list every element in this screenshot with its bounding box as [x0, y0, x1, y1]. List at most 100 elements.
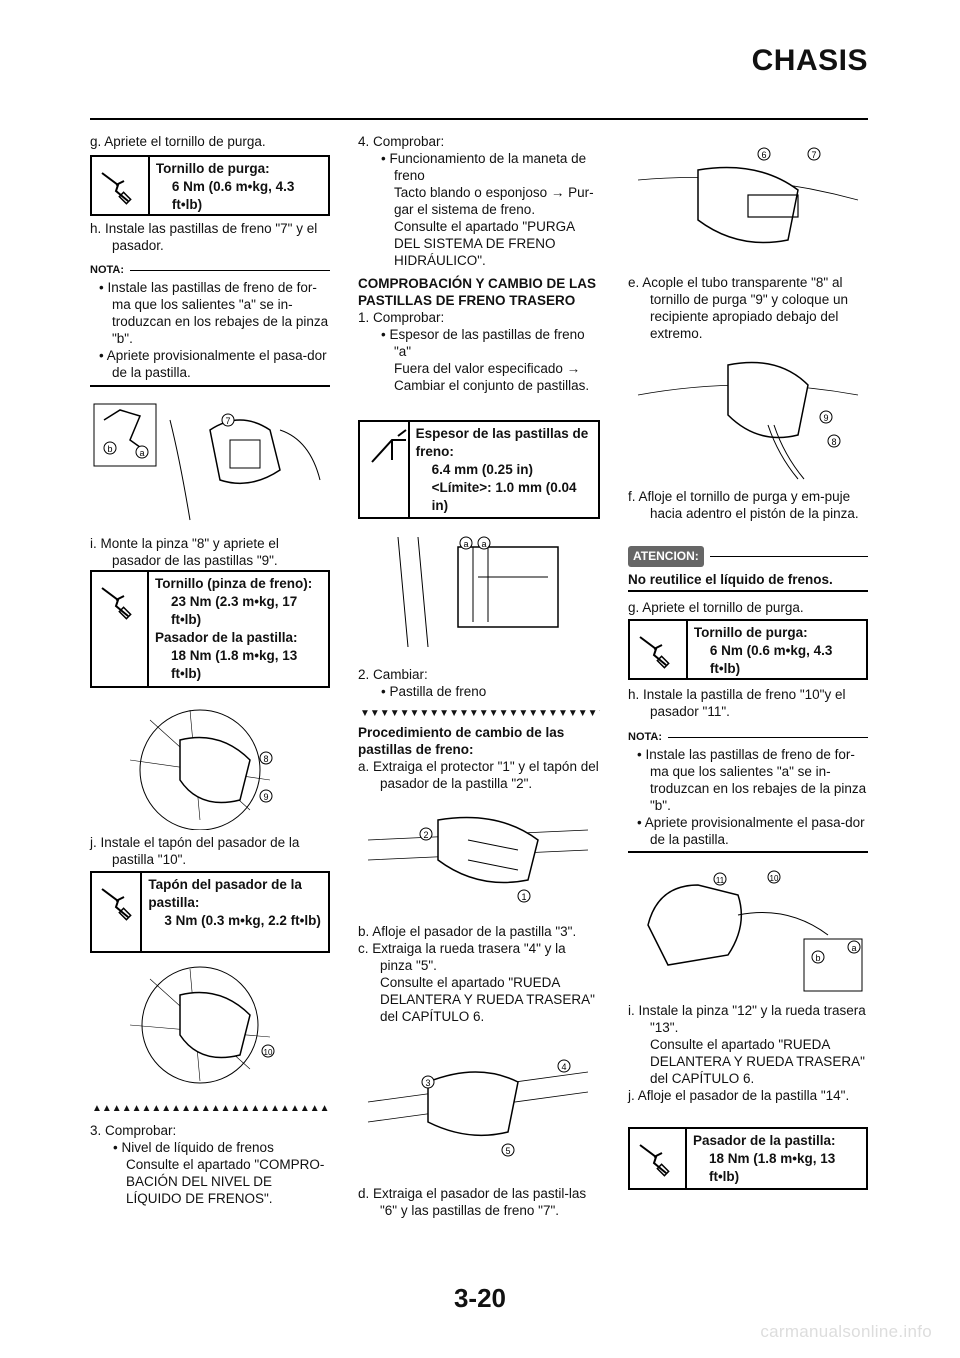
spec-limit: <Límite>: 1.0 mm (0.04 in) [431, 480, 577, 513]
step-3-bullet: • Nivel de líquido de frenos [113, 1140, 274, 1155]
callout-label: b [815, 953, 820, 963]
caution-text: No reutilice el líquido de frenos. [628, 572, 833, 587]
caution-rule [628, 590, 868, 592]
step-a: a. Extraiga el protector "1" y el tapón … [358, 759, 599, 791]
page-number: 3-20 [453, 1283, 507, 1313]
note-heading: NOTA: [90, 262, 330, 279]
spec-box-pad-thickness: Espesor de las pastillas de freno: 6.4 m… [358, 420, 600, 519]
spec-title: Espesor de las pastillas de freno: [415, 426, 589, 459]
step-e: e. Acople el tubo transparente "8" al to… [628, 275, 848, 341]
spec-title: Pasador de la pastilla: [154, 630, 298, 645]
callout-label: a [851, 943, 856, 953]
protector-removal-figure: 2 1 [367, 816, 589, 903]
step-j: j. Instale el tapón del pasador de la pa… [90, 835, 300, 867]
step-f: f. Afloje el tornillo de purga y em-puje… [628, 489, 859, 521]
spec-value: 6 Nm (0.6 m•kg, 4.3 ft•lb) [171, 179, 295, 212]
spec-title: Tornillo de purga: [693, 625, 808, 640]
step-3: 3. Comprobar: [90, 1123, 177, 1138]
spec-value: 18 Nm (1.8 m•kg, 13 ft•lb) [170, 648, 298, 681]
callout-label: 3 [425, 1078, 430, 1088]
callout-label: 1 [521, 892, 526, 902]
step-b: b. Afloje el pasador de la pastilla "3". [358, 924, 577, 939]
callout-label: 4 [561, 1062, 566, 1072]
note-rule [628, 851, 868, 853]
step-i-text: Consulte el apartado "RUEDA DELANTERA Y … [650, 1037, 865, 1086]
pad-removal-figure: 6 7 [637, 147, 859, 244]
step-2-bullet: • Pastilla de freno [381, 684, 487, 699]
callout-label: 7 [811, 150, 816, 160]
callout-label: 8 [263, 754, 268, 764]
pad-thickness-figure: a a [397, 536, 559, 648]
callout-label: 5 [505, 1146, 510, 1156]
step-1: 1. Comprobar: [358, 310, 445, 325]
step-1-text: Fuera del valor especificado → Cambiar e… [394, 361, 590, 393]
spec-title: Tornillo (pinza de freno): [154, 576, 313, 591]
torque-wrench-icon [630, 621, 688, 678]
note-rule [90, 385, 330, 387]
bleed-tube-figure: 9 8 [637, 361, 859, 480]
page-title: CHASIS [751, 44, 868, 77]
callout-label: 2 [423, 830, 428, 840]
callout-label: 6 [761, 150, 766, 160]
procedure-end-marker: ▲▲▲▲▲▲▲▲▲▲▲▲▲▲▲▲▲▲▲▲▲▲▲▲▲▲▲▲▲▲ [92, 1104, 330, 1114]
caliper-removal-figure: 4 3 5 [367, 1059, 589, 1157]
step-g: g. Apriete el tornillo de purga. [628, 600, 804, 615]
note-bullet: • Apriete provisionalmente el pasa-dor d… [99, 348, 327, 380]
callout-label: b [107, 444, 112, 454]
header-rule [90, 118, 868, 120]
callout-label: 11 [716, 876, 725, 885]
step-4: 4. Comprobar: [358, 134, 445, 149]
spec-value: 6.4 mm (0.25 in) [431, 462, 533, 477]
step-4-text: Tacto blando o esponjoso → Pur-gar el si… [394, 185, 594, 217]
spec-box-pad-pin: Pasador de la pastilla: 18 Nm (1.8 m•kg, … [628, 1127, 868, 1190]
spec-value: 23 Nm (2.3 m•kg, 17 ft•lb) [170, 594, 298, 627]
step-h: h. Instale la pastilla de freno "10"y el… [628, 687, 846, 719]
callout-label: 9 [263, 792, 268, 802]
callout-label: 9 [823, 413, 828, 423]
step-2: 2. Cambiar: [358, 667, 428, 682]
caliper-gauge-icon [360, 422, 410, 517]
step-c-text: Consulte el apartado "RUEDA DELANTERA Y … [380, 975, 595, 1024]
callout-label: 8 [831, 437, 836, 447]
procedure-start-marker: ▼▼▼▼▼▼▼▼▼▼▼▼▼▼▼▼▼▼▼▼▼▼▼▼▼▼▼▼▼▼ [360, 709, 600, 719]
torque-wrench-icon [92, 873, 143, 951]
torque-wrench-icon [630, 1129, 687, 1188]
note-bullet: • Instale las pastillas de freno de for-… [637, 747, 867, 813]
note-bullet: • Apriete provisionalmente el pasa-dor d… [637, 815, 865, 847]
spec-value: 18 Nm (1.8 m•kg, 13 ft•lb) [708, 1151, 836, 1184]
step-i: i. Monte la pinza "8" y apriete el pasad… [90, 536, 279, 568]
step-d: d. Extraiga el pasador de las pastil-las… [358, 1186, 587, 1218]
step-4-text: Consulte el apartado "PURGA DEL SISTEMA … [394, 219, 575, 268]
torque-wrench-icon [92, 572, 149, 686]
caliper-pad-figure: 7 b a [93, 403, 321, 521]
spec-value: 6 Nm (0.6 m•kg, 4.3 ft•lb) [709, 643, 833, 676]
step-1-bullet: • Espesor de las pastillas de freno "a" [381, 327, 585, 359]
step-h: h. Instale las pastillas de freno "7" y … [90, 221, 318, 253]
callout-label: a [139, 448, 144, 458]
col1-text-g: g. Apriete el tornillo de purga. [90, 133, 330, 150]
note-bullet: • Instale las pastillas de freno de for-… [99, 280, 329, 346]
torque-wrench-icon [92, 157, 150, 214]
procedure-title: Procedimiento de cambio de las pastillas… [358, 725, 565, 757]
step-i: i. Instale la pinza "12" y la rueda tras… [628, 1003, 866, 1035]
callout-label: a [463, 539, 468, 549]
spec-box-pin-plug: Tapón del pasador de la pastilla:3 Nm (0… [90, 871, 330, 953]
spec-box-bleed-screw: Tornillo de purga: 6 Nm (0.6 m•kg, 4.3 ft… [628, 619, 868, 680]
spec-title: Pasador de la pastilla: [692, 1133, 836, 1148]
callout-label: 10 [264, 1048, 273, 1057]
step-j: j. Afloje el pasador de la pastilla "14"… [628, 1088, 850, 1103]
pin-plug-figure: 10 [129, 966, 275, 1084]
spec-title: Tornillo de purga: [155, 161, 270, 176]
watermark-url: carmanualsonline.info [760, 1322, 932, 1341]
step-c: c. Extraiga la rueda trasera "4" y la pi… [358, 941, 566, 973]
section-title: COMPROBACIÓN Y CAMBIO DE LAS PASTILLAS D… [358, 276, 597, 308]
spec-box-caliper: Tornillo (pinza de freno): 23 Nm (2.3 m•… [90, 570, 330, 688]
callout-label: 7 [225, 416, 230, 426]
step-g: g. Apriete el tornillo de purga. [90, 134, 266, 149]
spec-value: 3 Nm (0.3 m•kg, 2.2 ft•lb) [164, 913, 321, 928]
step-3-text: Consulte el apartado "COMPRO-BACIÓN DEL … [126, 1157, 325, 1206]
caliper-mount-figure: 8 9 [129, 709, 273, 830]
callout-label: 10 [770, 874, 779, 883]
note-heading: NOTA: [628, 729, 868, 746]
spec-box-bleed-screw: Tornillo de purga: 6 Nm (0.6 m•kg, 4.3 ft… [90, 155, 330, 216]
